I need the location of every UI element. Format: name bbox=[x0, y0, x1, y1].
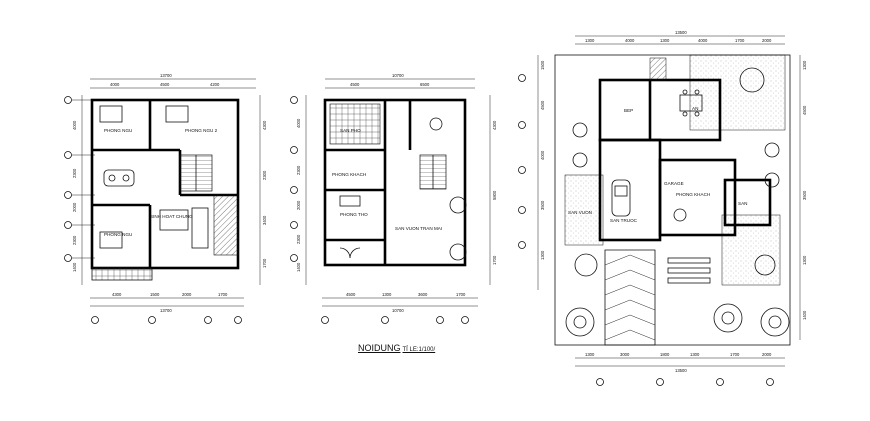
left-room-3: SINH HOAT CHUNG bbox=[150, 214, 193, 219]
middle-room-2: PHONG KHACH bbox=[332, 172, 366, 177]
right-left-dim-5: 1300 bbox=[540, 250, 545, 260]
middle-bottom-dim-2: 1300 bbox=[382, 292, 392, 297]
left-top-dim-3: 4200 bbox=[210, 82, 220, 87]
middle-right-dim-3: 1700 bbox=[492, 255, 497, 265]
left-bottom-dim-1: 4300 bbox=[112, 292, 122, 297]
right-room-truoc: SAN TRUOC bbox=[610, 218, 638, 223]
left-bottom-total: 13700 bbox=[160, 308, 172, 313]
left-bottom-dim-3: 2000 bbox=[182, 292, 192, 297]
right-room-vuon: SAN VUON bbox=[568, 210, 592, 215]
middle-left-dim-4: 2300 bbox=[296, 234, 301, 244]
right-left-dim-3: 4000 bbox=[540, 150, 545, 160]
right-left-dim-4: 3500 bbox=[540, 200, 545, 210]
left-right-dim-2: 2300 bbox=[262, 170, 267, 180]
right-right-dim-5: 1400 bbox=[802, 310, 807, 320]
left-right-dim-3: 3400 bbox=[262, 215, 267, 225]
plan-right: 13500 1300 4000 1300 4000 1700 2000 1500… bbox=[518, 30, 807, 386]
left-room-2: PHONG NGU 2 bbox=[185, 128, 218, 133]
left-left-dim-4: 2300 bbox=[72, 235, 77, 245]
middle-top-dim-1: 4500 bbox=[350, 82, 360, 87]
plan-middle: 10700 4500 6500 4000 2300 2000 2300 1400… bbox=[290, 73, 497, 324]
right-top-dim-5: 1700 bbox=[735, 38, 745, 43]
right-bottom-total: 13500 bbox=[675, 368, 687, 373]
middle-left-dim-2: 2300 bbox=[296, 165, 301, 175]
left-right-dim-1: 4300 bbox=[262, 120, 267, 130]
right-bottom-dim-4: 1300 bbox=[690, 352, 700, 357]
right-bottom-dim-1: 1300 bbox=[585, 352, 595, 357]
middle-left-dim-5: 1400 bbox=[296, 262, 301, 272]
right-bottom-dim-6: 2000 bbox=[762, 352, 772, 357]
left-bottom-dim-4: 1700 bbox=[218, 292, 228, 297]
left-bottom-dim-2: 1500 bbox=[150, 292, 160, 297]
middle-left-dim-3: 2000 bbox=[296, 200, 301, 210]
left-top-dim-1: 4000 bbox=[110, 82, 120, 87]
right-room-bep: BEP bbox=[624, 108, 633, 113]
right-left-dim-1: 1500 bbox=[540, 60, 545, 70]
right-room-san: SAN bbox=[738, 201, 747, 206]
right-room-khach: PHONG KHACH bbox=[676, 192, 710, 197]
middle-bottom-dim-4: 1700 bbox=[456, 292, 466, 297]
left-right-dim-4: 1700 bbox=[262, 258, 267, 268]
right-room-an: AN bbox=[692, 106, 698, 111]
right-top-dim-6: 2000 bbox=[762, 38, 772, 43]
middle-bottom-dim-1: 4500 bbox=[346, 292, 356, 297]
right-top-dim-2: 4000 bbox=[625, 38, 635, 43]
right-top-dim-4: 4000 bbox=[698, 38, 708, 43]
middle-room-4: SAN VUON TRAN MAI bbox=[395, 226, 442, 231]
middle-bottom-dim-3: 3600 bbox=[418, 292, 428, 297]
middle-top-total: 10700 bbox=[392, 73, 404, 78]
right-top-total: 13500 bbox=[675, 30, 687, 35]
left-room-4: PHONG NGU bbox=[104, 232, 132, 237]
left-left-dim-5: 1400 bbox=[72, 262, 77, 272]
right-right-dim-3: 3500 bbox=[802, 190, 807, 200]
middle-right-dim-1: 4300 bbox=[492, 120, 497, 130]
plan-left: 13700 4000 4500 4200 4000 2300 2000 2300… bbox=[64, 73, 267, 324]
middle-room-1: SAN PHO bbox=[340, 128, 361, 133]
left-top-total: 13700 bbox=[160, 73, 172, 78]
right-top-dim-1: 1300 bbox=[585, 38, 595, 43]
left-top-dim-2: 4500 bbox=[160, 82, 170, 87]
middle-top-dim-2: 6500 bbox=[420, 82, 430, 87]
middle-bottom-total: 10700 bbox=[392, 308, 404, 313]
left-left-dim-2: 2300 bbox=[72, 168, 77, 178]
left-left-dim-1: 4000 bbox=[72, 120, 77, 130]
right-top-dim-3: 1300 bbox=[660, 38, 670, 43]
right-room-garage: GARAGE bbox=[664, 181, 684, 186]
right-right-dim-4: 1300 bbox=[802, 255, 807, 265]
caption-title: NOIDUNG bbox=[358, 343, 401, 353]
left-left-dim-3: 2000 bbox=[72, 202, 77, 212]
middle-room-3: PHONG THO bbox=[340, 212, 368, 217]
middle-right-dim-2: 5800 bbox=[492, 190, 497, 200]
right-left-dim-2: 4500 bbox=[540, 100, 545, 110]
right-bottom-dim-2: 3000 bbox=[620, 352, 630, 357]
right-right-dim-1: 1300 bbox=[802, 60, 807, 70]
caption-scale: TỈ LE:1/100/ bbox=[402, 347, 436, 353]
middle-left-dim-1: 4000 bbox=[296, 118, 301, 128]
left-room-1: PHONG NGU bbox=[104, 128, 132, 133]
right-right-dim-2: 4500 bbox=[802, 105, 807, 115]
right-bottom-dim-5: 1700 bbox=[730, 352, 740, 357]
right-bottom-dim-3: 1800 bbox=[660, 352, 670, 357]
